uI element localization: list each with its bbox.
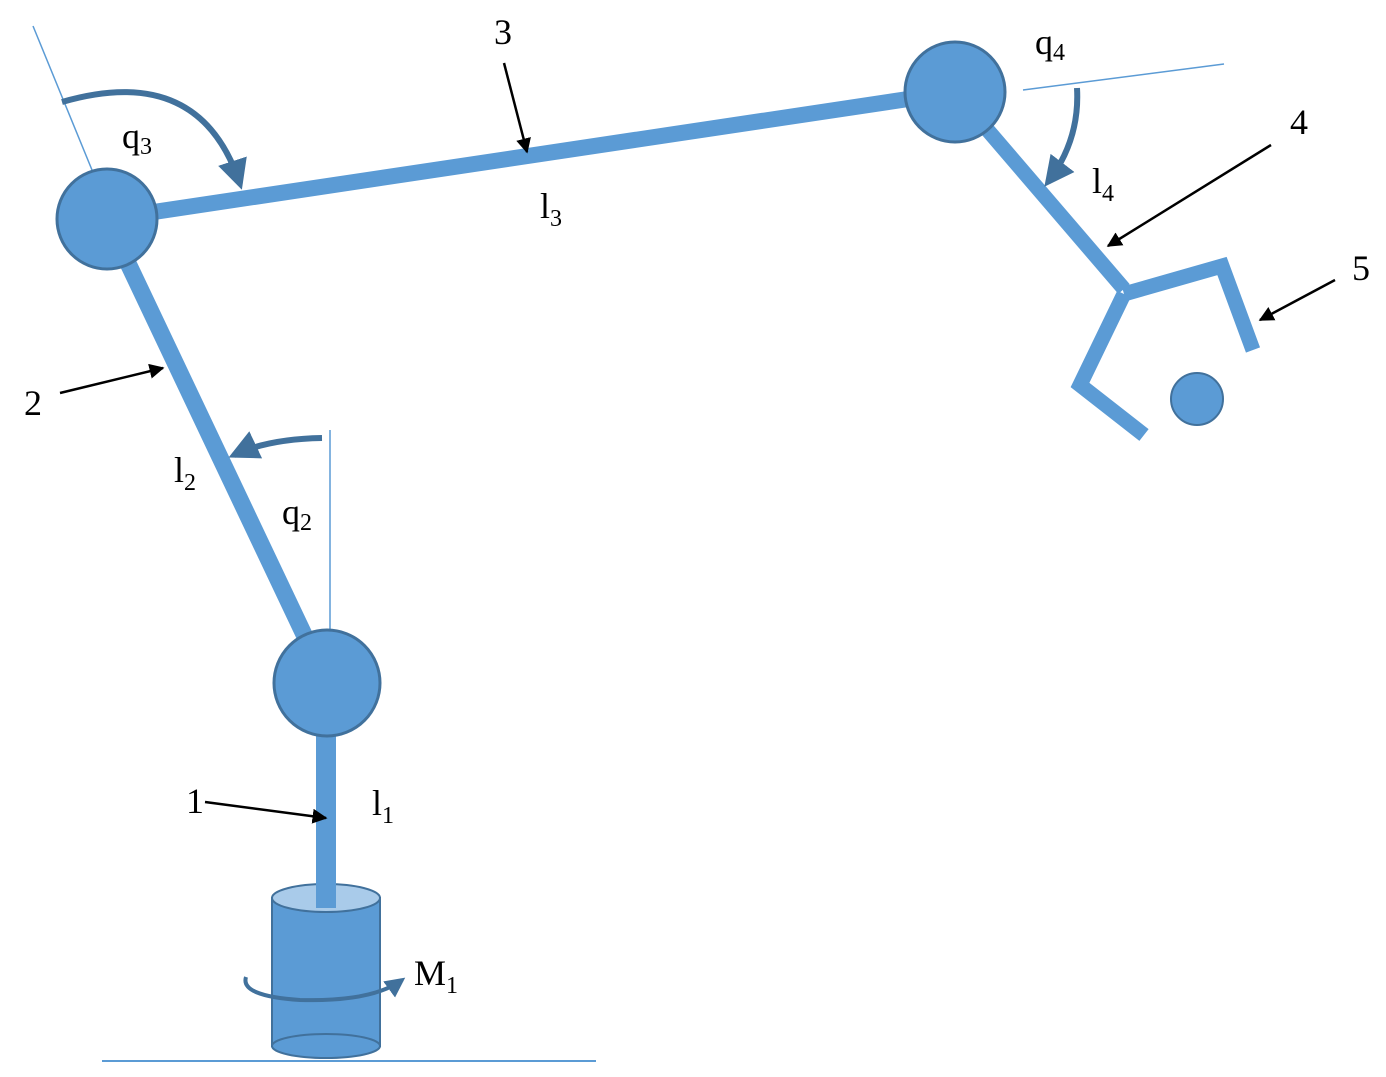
- q4-reference-line: [1022, 63, 1225, 91]
- length-label-l3: l3: [540, 186, 562, 232]
- q4-angle-arc: [1044, 87, 1081, 187]
- callout-arrow-1: [204, 800, 328, 824]
- motor-label-m1: M1: [414, 953, 458, 999]
- joint-shoulder: [55, 167, 159, 271]
- motor-cylinder: [271, 883, 381, 1059]
- angle-label-q2: q2: [282, 492, 312, 536]
- length-label-l4: l4: [1092, 161, 1114, 207]
- callout-label-2: 2: [24, 383, 42, 423]
- callout-arrow-3: [502, 62, 531, 154]
- callout-label-4: 4: [1290, 102, 1308, 142]
- gripper: [1070, 256, 1261, 441]
- angle-label-q3: q3: [122, 116, 152, 160]
- callout-arrow-5: [1258, 278, 1336, 322]
- callout-label-1: 1: [186, 781, 204, 821]
- q2-angle-arc: [228, 431, 323, 459]
- callout-arrow-2: [59, 363, 165, 395]
- link-3: [105, 84, 957, 227]
- callout-label-5: 5: [1352, 248, 1370, 288]
- length-label-l1: l1: [372, 783, 394, 829]
- joint-base: [272, 628, 382, 738]
- q3-reference-line: [32, 25, 93, 171]
- link-2: [99, 215, 335, 687]
- angle-label-q4: q4: [1035, 22, 1065, 66]
- length-label-l2: l2: [174, 450, 196, 496]
- joint-elbow: [903, 40, 1007, 144]
- q3-angle-arc: [61, 89, 247, 190]
- grasped-object: [1170, 372, 1224, 426]
- callout-arrow-4: [1106, 143, 1272, 248]
- motor-rotation-arrow: [243, 976, 406, 1003]
- callout-label-3: 3: [494, 12, 512, 52]
